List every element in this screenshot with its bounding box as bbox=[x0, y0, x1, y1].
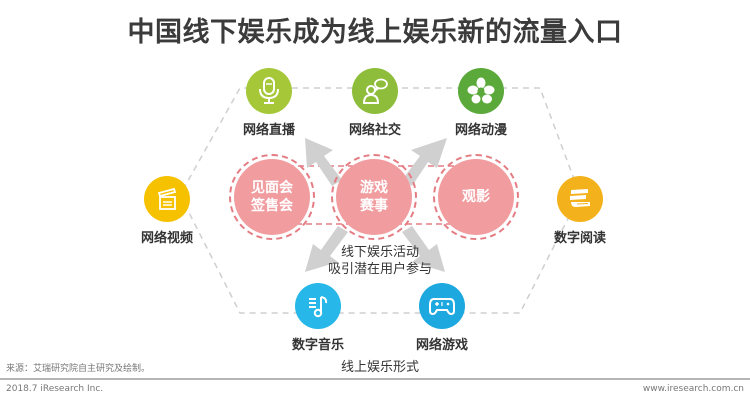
node-label: 网络动漫 bbox=[454, 123, 507, 138]
online-node-animation: 网络动漫 bbox=[431, 68, 531, 138]
online-node-social: 网络社交 bbox=[325, 68, 425, 138]
online-node-video: 网络视频 bbox=[117, 176, 217, 246]
clapperboard-icon bbox=[144, 176, 190, 222]
music-note-icon bbox=[295, 283, 341, 329]
arrow-down-left bbox=[305, 226, 348, 272]
offline-activity-meet-and-greet: 见面会签售会 bbox=[229, 154, 315, 240]
online-node-music: 数字音乐 bbox=[268, 283, 368, 353]
caption-line2: 吸引潜在用户参与 bbox=[327, 262, 432, 277]
online-node-live-streaming: 网络直播 bbox=[219, 68, 319, 138]
arrows bbox=[305, 138, 447, 272]
node-label: 网络直播 bbox=[242, 123, 295, 138]
dashed-ring bbox=[229, 154, 315, 240]
microphone-icon bbox=[246, 68, 292, 114]
node-label: 数字阅读 bbox=[553, 231, 606, 246]
footer-website: www.iresearch.com.cn bbox=[642, 384, 744, 394]
page-title: 中国线下娱乐成为线上娱乐新的流量入口 bbox=[127, 17, 623, 48]
offline-activity-esports: 游戏赛事 bbox=[331, 154, 417, 240]
node-label: 网络社交 bbox=[348, 123, 401, 138]
chat-user-icon bbox=[352, 68, 398, 114]
center-caption: 线下娱乐活动 吸引潜在用户参与 bbox=[300, 244, 460, 278]
footer-divider bbox=[0, 378, 750, 380]
books-icon bbox=[557, 176, 603, 222]
dashed-ring bbox=[433, 154, 519, 240]
arrow-up-right bbox=[402, 138, 447, 186]
dashed-ring bbox=[331, 154, 417, 240]
footer-copyright: 2018.7 iResearch Inc. bbox=[6, 384, 104, 394]
arrow-up-left bbox=[305, 138, 342, 186]
arrow-down-right bbox=[402, 226, 445, 272]
online-forms-label: 线上娱乐形式 bbox=[340, 360, 419, 375]
offline-activity-movie: 观影 bbox=[433, 154, 519, 240]
node-label: 网络视频 bbox=[140, 231, 193, 246]
caption-line1: 线下娱乐活动 bbox=[340, 245, 419, 260]
flower-icon bbox=[458, 68, 504, 114]
online-node-games: 网络游戏 bbox=[392, 283, 492, 353]
gamepad-icon bbox=[419, 283, 465, 329]
online-node-reading: 数字阅读 bbox=[530, 176, 630, 246]
node-label: 网络游戏 bbox=[415, 338, 468, 353]
source-note: 来源：艾瑞研究院自主研究及绘制。 bbox=[6, 364, 151, 374]
node-label: 数字音乐 bbox=[291, 338, 344, 353]
